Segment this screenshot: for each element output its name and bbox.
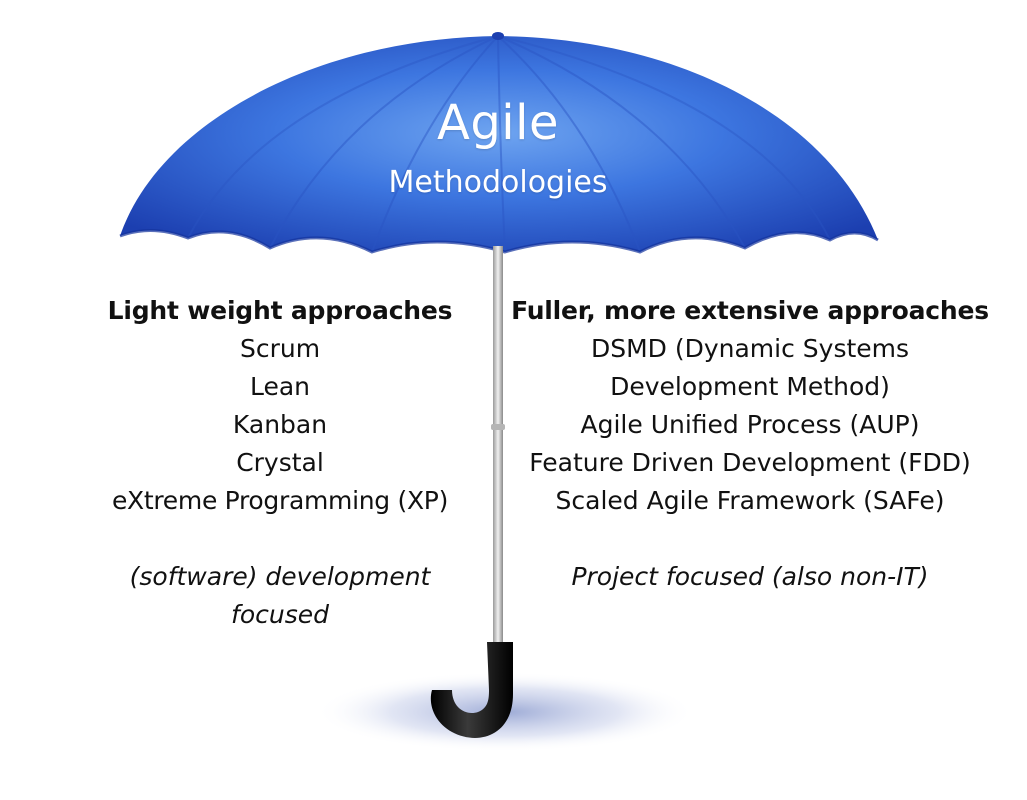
extensive-column: Fuller, more extensive approaches DSMD (…: [505, 292, 995, 596]
list-item: Scaled Agile Framework (SAFe): [555, 486, 945, 515]
umbrella-shaft: [493, 246, 503, 646]
umbrella-handle: [430, 642, 513, 738]
extensive-heading: Fuller, more extensive approaches: [511, 296, 989, 325]
light-weight-focus-note: (software) development focused: [129, 562, 431, 629]
list-item: Development Method): [610, 372, 890, 401]
list-item: Lean: [249, 372, 311, 401]
list-item: Kanban: [232, 410, 328, 439]
list-item: Scrum: [239, 334, 321, 363]
umbrella-canopy: [119, 32, 879, 254]
extensive-list: DSMD (Dynamic Systems Development Method…: [505, 330, 995, 520]
list-item: DSMD (Dynamic Systems: [590, 334, 910, 363]
list-item: Feature Driven Development (FDD): [529, 448, 971, 477]
list-item: Crystal: [236, 448, 324, 477]
light-weight-heading: Light weight approaches: [107, 296, 453, 325]
list-item: eXtreme Programming (XP): [111, 486, 449, 515]
list-item: Agile Unified Process (AUP): [580, 410, 920, 439]
light-weight-list: Scrum Lean Kanban Crystal eXtreme Progra…: [86, 330, 474, 520]
umbrella-title: Agile: [436, 95, 559, 151]
extensive-focus-note: Project focused (also non-IT): [571, 562, 929, 591]
light-weight-column: Light weight approaches Scrum Lean Kanba…: [86, 292, 474, 634]
umbrella-subtitle: Methodologies: [388, 165, 608, 200]
